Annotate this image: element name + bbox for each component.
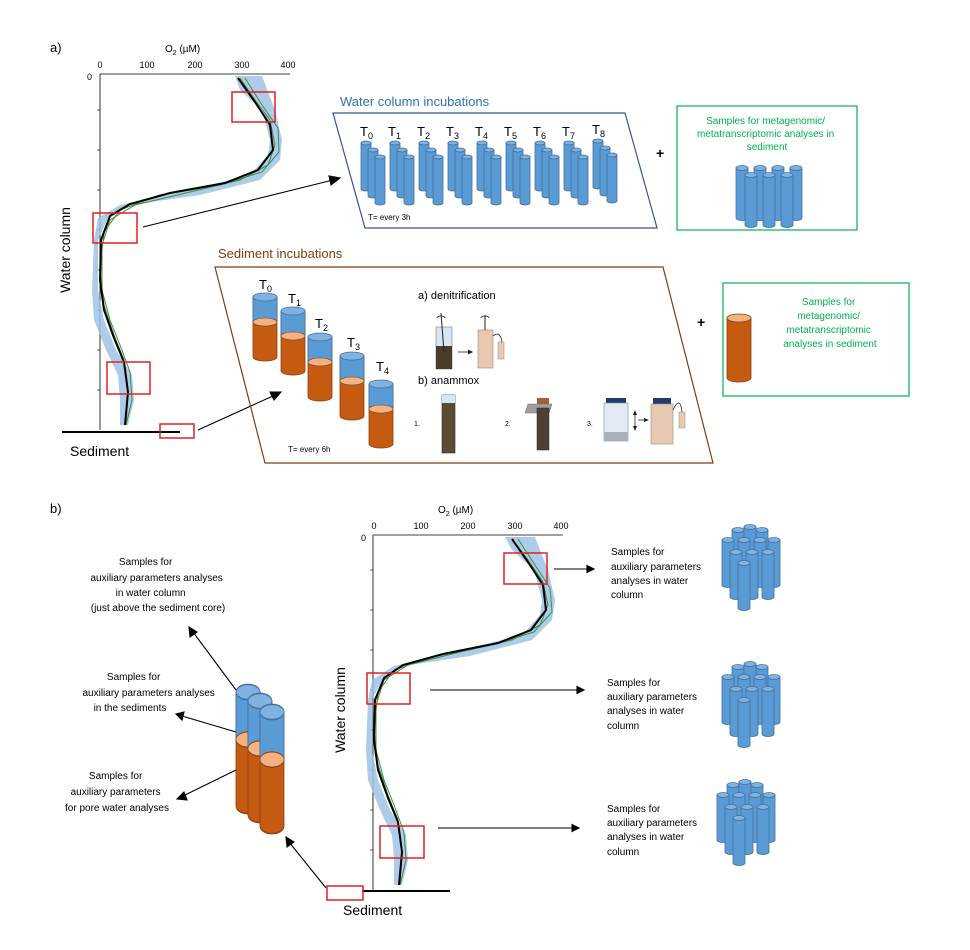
timepoint-label: T1 — [288, 291, 301, 308]
arrows-b-right — [430, 564, 596, 833]
water-samples-box — [676, 105, 858, 231]
panel-b-label: b) — [50, 501, 62, 516]
sediment-incubations-title: Sediment incubations — [218, 246, 343, 261]
profile-a-sediment-label: Sediment — [70, 443, 129, 459]
timepoint-label: T3 — [347, 335, 360, 352]
timepoint-label: T7 — [562, 124, 575, 141]
timepoint-label: T4 — [376, 359, 389, 376]
timepoint-label: T3 — [446, 124, 459, 141]
highlight-box-oxycline — [92, 212, 138, 244]
right-label-deep: Samples for auxiliary parameters analyse… — [607, 804, 700, 858]
profile-a-xtick: 300 — [234, 60, 249, 70]
profile-a-xtick: 0 — [97, 60, 102, 70]
timepoint-label: T6 — [533, 124, 546, 141]
sediment-incubations-frame — [214, 266, 714, 464]
profile-b-x-title: O2 (µM) — [438, 505, 473, 518]
arrows-a — [142, 175, 342, 431]
sediment-samples-text: Samples for metagenomic/ metatranscripto… — [783, 297, 877, 350]
left-label-water-above-core: Samples for auxiliary parameters analyse… — [90, 557, 225, 614]
panel-a-label: a) — [50, 40, 62, 55]
highlight-box-deep-b — [379, 825, 425, 859]
sediment-sample-core — [726, 313, 752, 383]
profile-b-sediment-label: Sediment — [343, 902, 402, 918]
profile-a-xtick: 400 — [280, 60, 295, 70]
sediment-incubation-interval: T= every 6h — [288, 445, 330, 454]
left-label-sediments: Samples for auxiliary parameters analyse… — [82, 672, 217, 714]
profile-b-xtick: 400 — [553, 521, 568, 531]
right-label-oxycline: Samples for auxiliary parameters analyse… — [607, 678, 700, 732]
timepoint-label: T1 — [388, 124, 401, 141]
right-label-surface: Samples for auxiliary parameters analyse… — [611, 547, 704, 601]
highlight-box-oxycline-b — [366, 672, 411, 705]
tube-cluster-surface — [721, 524, 781, 611]
highlight-box-sediment — [159, 423, 195, 439]
left-label-pore-water: Samples for auxiliary parameters for por… — [65, 771, 169, 814]
profile-a-mean — [98, 77, 275, 426]
water-incubations-frame — [332, 112, 658, 229]
arrows-b-left — [174, 625, 327, 889]
step-label: 1. — [414, 421, 420, 428]
timepoint-label: T4 — [475, 124, 488, 141]
water-incubation-tubes: T0 T1 T2 T3 T4 T5 T6 T7 T8 — [360, 122, 618, 206]
denitrification-label: a) denitrification — [418, 290, 496, 302]
profile-b-envelope — [366, 537, 555, 885]
anammox-label: b) anammox — [418, 375, 480, 387]
tube-cluster-oxycline — [721, 661, 781, 748]
step-label: 3. — [587, 421, 593, 428]
timepoint-label: T0 — [259, 277, 272, 294]
profile-b-xtick: 200 — [460, 521, 475, 531]
timepoint-label: T2 — [315, 316, 328, 333]
profile-b-xtick: 0 — [371, 521, 376, 531]
sediment-samples-box — [722, 282, 910, 397]
denitrification-illustration — [435, 312, 505, 370]
profile-b-mean — [372, 538, 548, 886]
timepoint-label: T0 — [360, 124, 373, 141]
step-label: 2. — [505, 421, 511, 428]
plus-sign: + — [697, 314, 705, 330]
timepoint-label: T2 — [417, 124, 430, 141]
highlight-box-sediment-b — [326, 885, 364, 901]
profile-a-ytick: 0 — [87, 72, 92, 82]
profile-a: O2 (µM) 0 100 200 300 400 0 Water column… — [57, 44, 296, 459]
highlight-box-surface-b — [503, 552, 548, 585]
tube-cluster-deep — [716, 779, 776, 866]
profile-b-xtick: 100 — [413, 521, 428, 531]
profile-a-xtick: 100 — [139, 60, 154, 70]
water-samples-tubes — [735, 165, 803, 228]
profile-a-x-title: O2 (µM) — [165, 44, 200, 57]
profile-b-ytick: 0 — [361, 533, 366, 543]
sediment-incubation-cores: T0 T1 T2 T3 T4 — [252, 277, 394, 449]
plus-sign: + — [656, 145, 664, 161]
highlight-box-deep — [106, 361, 151, 395]
water-incubation-interval: T= every 3h — [368, 213, 410, 222]
panel-b-core-stack — [235, 683, 285, 835]
timepoint-label: T5 — [504, 124, 517, 141]
water-incubations-title: Water column incubations — [340, 94, 490, 109]
profile-b-xtick: 300 — [507, 521, 522, 531]
profile-b: O2 (µM) 0 100 200 300 400 0 Water column… — [326, 505, 569, 918]
timepoint-label: T8 — [592, 122, 605, 139]
profile-a-xtick: 200 — [187, 60, 202, 70]
profile-b-y-label: Water column — [332, 667, 348, 753]
highlight-box-surface — [231, 91, 276, 123]
profile-a-y-label: Water column — [57, 207, 73, 293]
water-samples-text: Samples for metagenomic/ metatranscripto… — [697, 116, 837, 153]
anammox-illustration: 1. 2. 3. — [414, 394, 686, 454]
